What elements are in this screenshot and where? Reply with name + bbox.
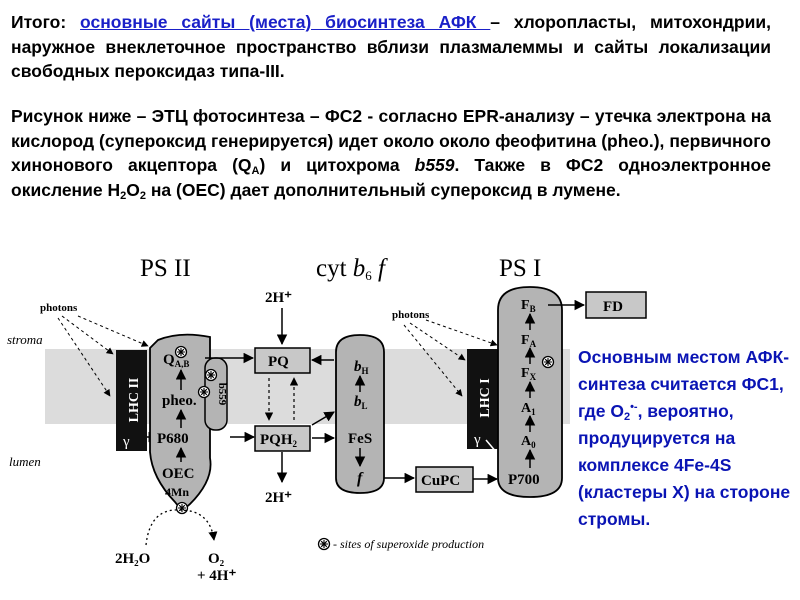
superoxide-legend-text: - sites of superoxide production xyxy=(333,537,484,551)
pqh2-to-cyt-arrow xyxy=(311,411,335,426)
summary-paragraph: Итого: основные сайты (места) биосинтеза… xyxy=(11,10,771,84)
note-o2-sub: 2 xyxy=(623,411,631,423)
cyt-bh: bH xyxy=(354,359,369,376)
photons-right-label: photons xyxy=(392,309,430,321)
note-o2-sup: •- xyxy=(630,401,638,413)
superoxide-site-qab-icon xyxy=(174,345,188,359)
desc-part-b: ) и цитохрома xyxy=(259,155,415,175)
lhc1-box xyxy=(467,349,498,449)
photons-left-label: photons xyxy=(40,302,78,314)
lumen-label: lumen xyxy=(9,454,41,469)
desc-h2o2-sub1: 2 xyxy=(120,189,127,202)
pq-label: PQ xyxy=(268,354,289,370)
ps1-fb: FB xyxy=(521,298,536,314)
desc-part-a: Рисунок ниже – ЭТЦ фотосинтеза – ФС2 - с… xyxy=(11,106,771,175)
lhc2-box xyxy=(116,350,147,451)
ps1-fa: FA xyxy=(521,333,537,349)
photon-arrow-1 xyxy=(61,315,114,355)
ps1-title: PS I xyxy=(499,255,541,282)
ps2-pheo: pheo. xyxy=(162,393,197,409)
note-part-b: , вероятно, продуцируется на комплексе 4… xyxy=(578,401,791,529)
cupc-label: CuPC xyxy=(421,473,460,489)
proton-top-label: 2H⁺ xyxy=(265,290,292,306)
pq-box xyxy=(254,347,311,374)
ps2-oec: OEC xyxy=(162,466,195,482)
water-oxidation-arrow xyxy=(145,509,218,546)
photon-arrow-3 xyxy=(77,315,149,347)
cyt-bl: bL xyxy=(354,394,368,411)
o2-label: O₂ xyxy=(208,551,225,567)
desc-h2o2-sub2: 2 xyxy=(139,189,146,202)
lhc1-gamma: γ xyxy=(473,432,481,448)
ros-sites-link[interactable]: основные сайты (места) биосинтеза АФК xyxy=(80,12,491,32)
cytb6f-title: cyt b6 f xyxy=(316,255,388,283)
cyt-fes: FeS xyxy=(348,431,372,447)
superoxide-site-oec-icon xyxy=(175,501,189,515)
superoxide-site-fx-icon xyxy=(541,355,555,369)
fd-label: FD xyxy=(603,299,623,315)
desc-b559: b559 xyxy=(414,155,455,175)
photon-arrow-4 xyxy=(409,322,466,361)
proton-bottom-label: 2H⁺ xyxy=(265,490,292,506)
ps2-title: PS II xyxy=(140,255,191,282)
ps2-4mn: 4Mn xyxy=(165,485,189,499)
desc-qa-sub: A xyxy=(251,165,260,177)
ps2-qab: QA,B xyxy=(163,352,189,369)
pqh2-label: PQH2 xyxy=(260,432,298,449)
lhc2-label: LHC II xyxy=(127,378,142,423)
pqh2-box xyxy=(254,425,311,452)
ps2-p680: P680 xyxy=(157,431,189,447)
ps1-fx: FX xyxy=(521,366,537,382)
summary-rest: – хлоропласты, митохондрии, наружное вне… xyxy=(11,12,771,81)
ps1-a0: A0 xyxy=(521,434,536,450)
photon-arrow-6 xyxy=(425,319,498,347)
lhc2-gamma: γ xyxy=(122,434,130,450)
figure-description-paragraph: Рисунок ниже – ЭТЦ фотосинтеза – ФС2 - с… xyxy=(11,104,771,202)
note-part-a: Основным местом АФК-синтеза считается ФС… xyxy=(578,347,790,421)
water-label: 2H₂O xyxy=(115,551,150,567)
b559-label: b559 xyxy=(216,383,228,406)
h4-label: + 4H⁺ xyxy=(197,568,236,584)
desc-part-c2: O xyxy=(126,179,140,200)
superoxide-legend-icon xyxy=(317,537,331,551)
desc-part-c: . Также в ФС2 одноэлектронное окисление … xyxy=(11,155,771,200)
ps1-a1: A1 xyxy=(521,401,536,417)
lhc1-label: LHC I xyxy=(478,378,493,417)
desc-part-d: на (OEC) дает дополнительный супероксид … xyxy=(146,179,621,200)
summary-prefix: Итого: xyxy=(11,12,81,32)
cyt-f: f xyxy=(357,470,364,487)
stroma-label: stroma xyxy=(7,332,43,347)
superoxide-site-b559-icon xyxy=(204,368,218,382)
fd-box xyxy=(585,291,647,319)
ps1-ros-note: Основным местом АФК-синтеза считается ФС… xyxy=(578,344,800,533)
photon-arrow-2 xyxy=(57,317,111,397)
ps1-p700: P700 xyxy=(508,472,540,488)
superoxide-site-pheo-icon xyxy=(197,385,211,399)
